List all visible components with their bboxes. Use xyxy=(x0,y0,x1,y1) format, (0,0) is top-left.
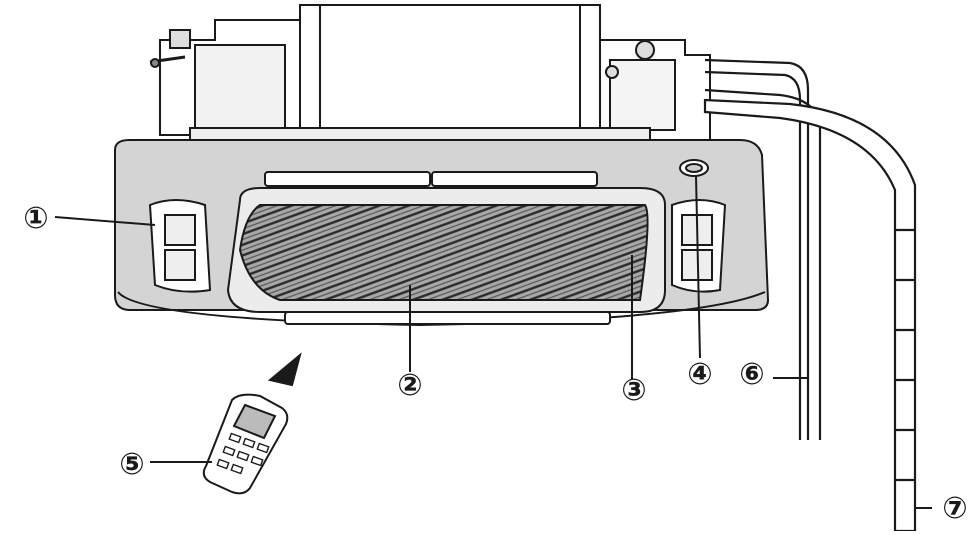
unit-chassis xyxy=(149,4,711,143)
callout-1: ① xyxy=(23,201,48,236)
callout-2: ② xyxy=(397,368,422,403)
callout-labels: ① ② ③ ④ ⑤ ⑥ ⑦ xyxy=(23,201,967,526)
callout-7: ⑦ xyxy=(942,491,967,526)
front-panel xyxy=(114,139,770,327)
callout-5: ⑤ xyxy=(119,447,144,482)
callout-4: ④ xyxy=(687,357,712,392)
callout-6: ⑥ xyxy=(739,357,764,392)
remote-control xyxy=(202,352,302,495)
leader-lines xyxy=(54,175,932,509)
callout-3: ③ xyxy=(621,373,646,408)
